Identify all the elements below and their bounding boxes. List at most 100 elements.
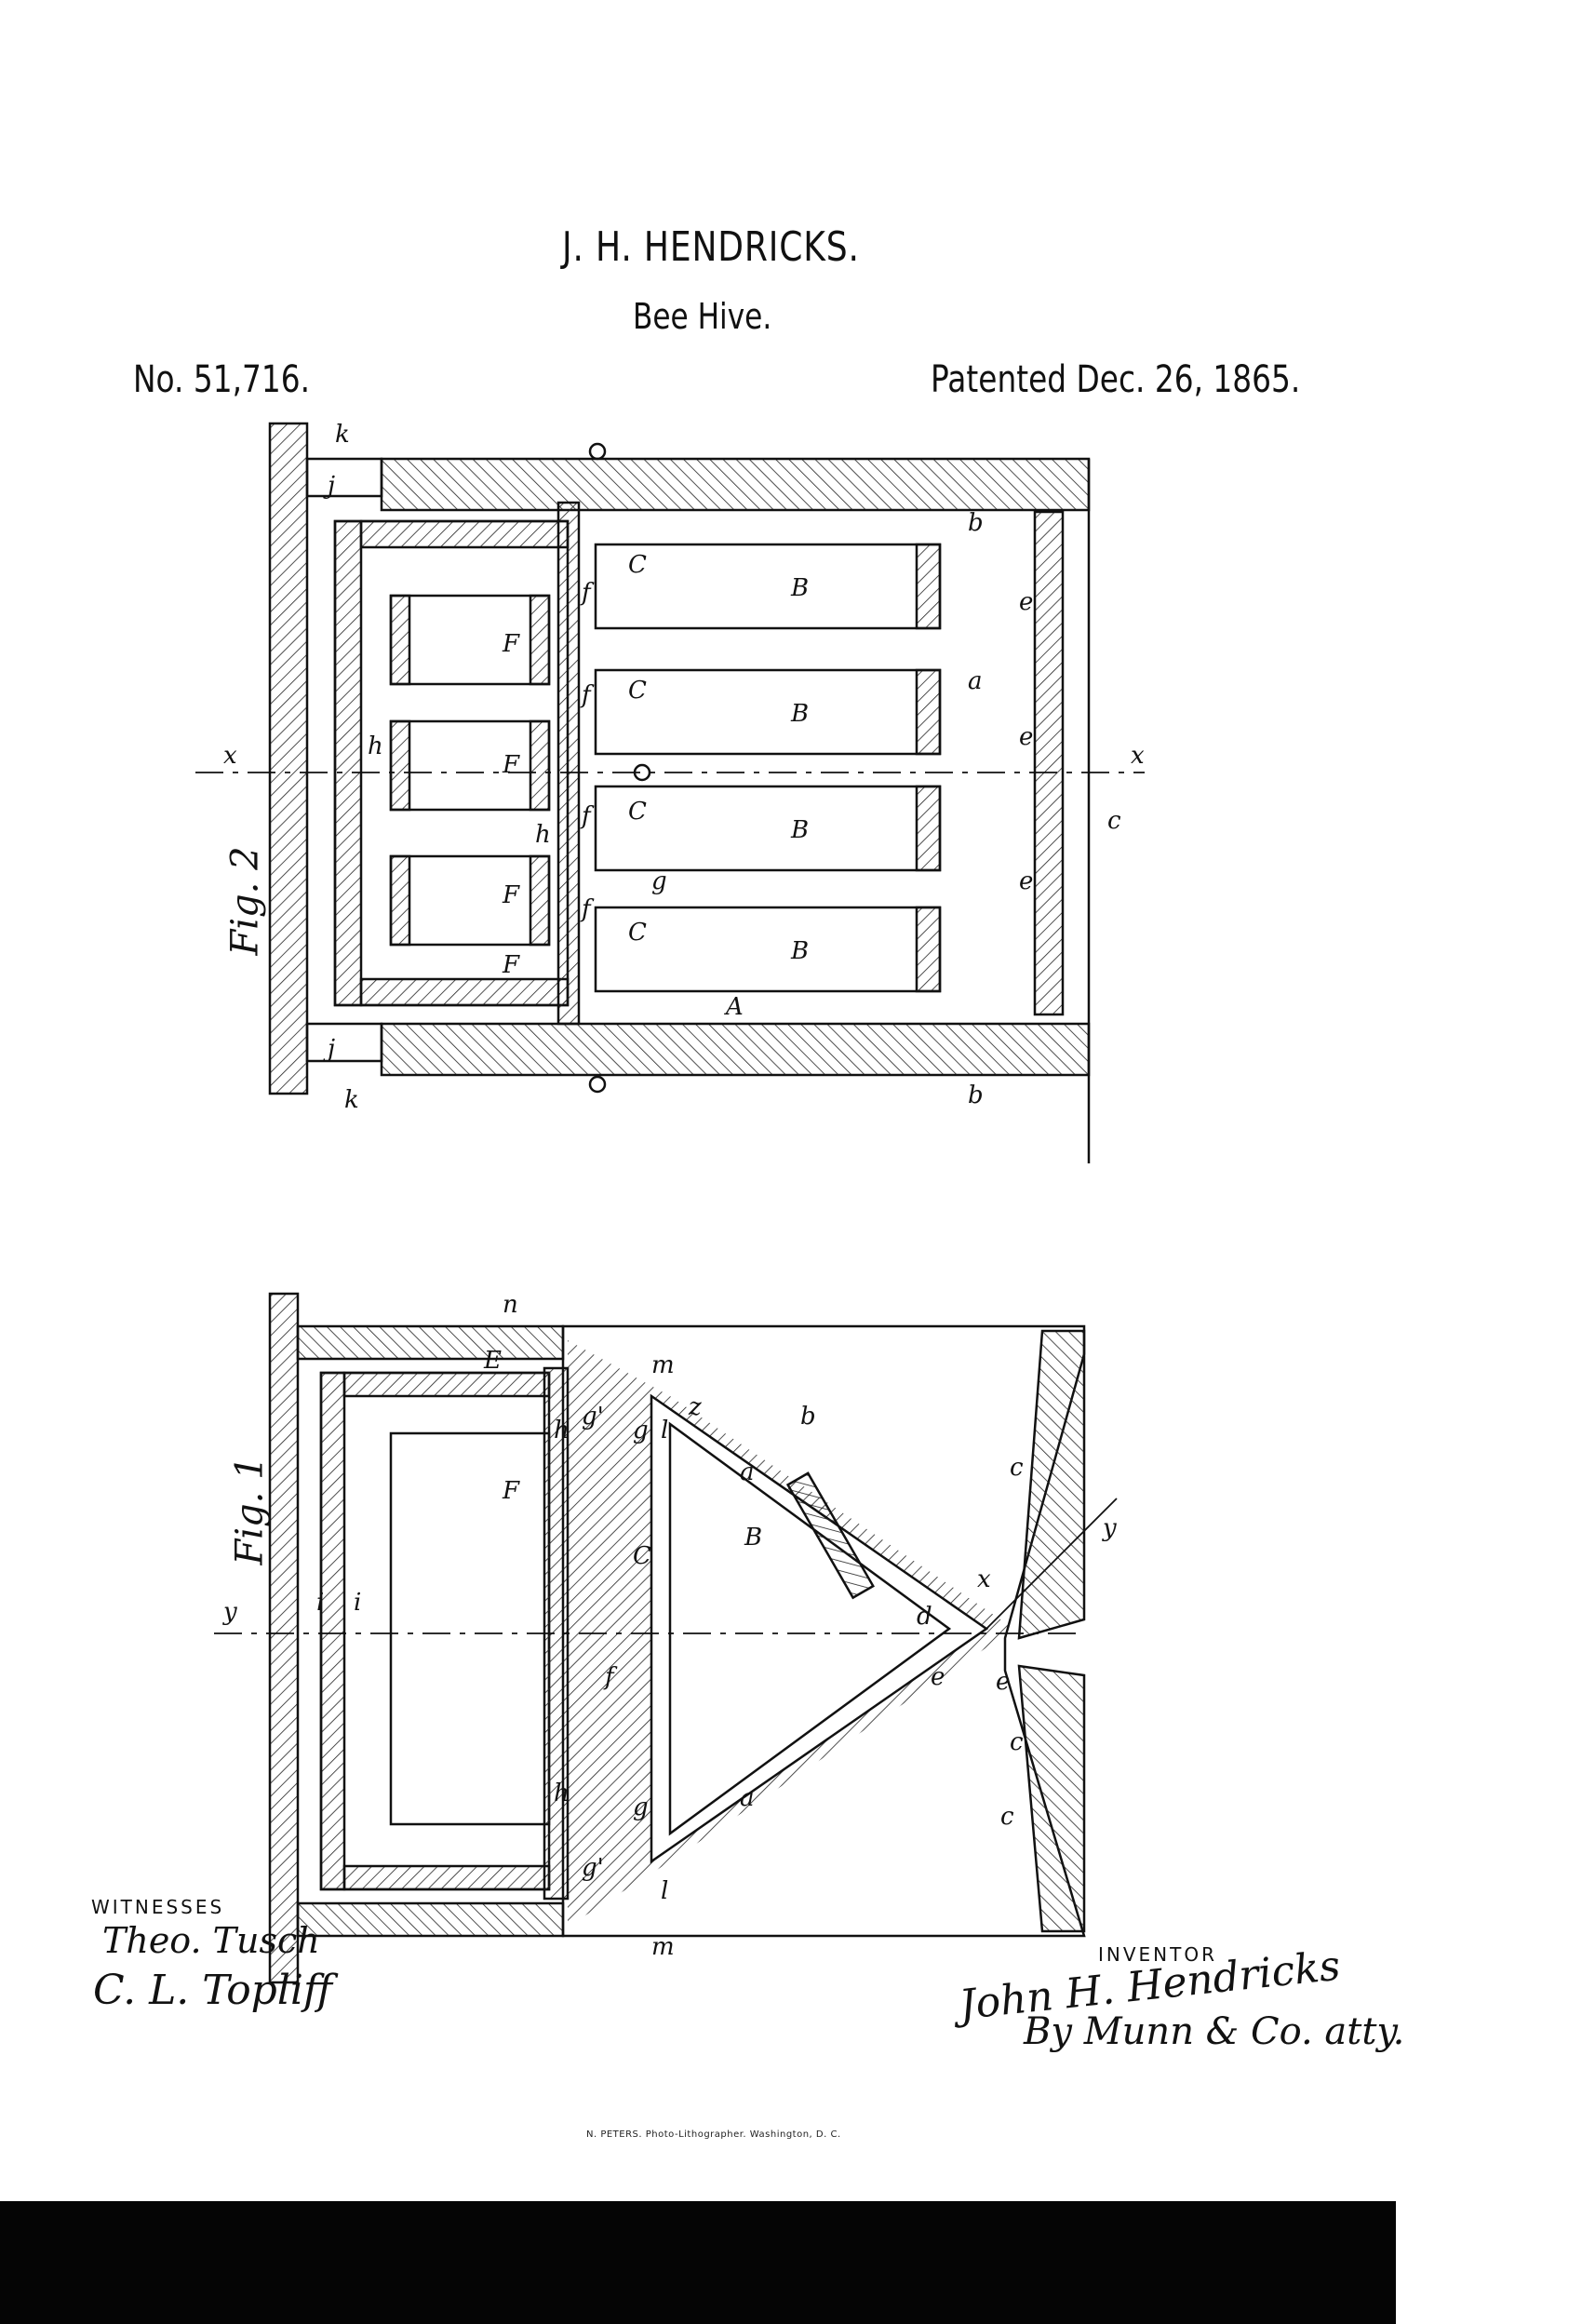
fig1-upper-box [319, 1371, 551, 1891]
witnesses-label: WITNESSES [91, 1896, 225, 1918]
svg-text:A: A [724, 993, 744, 1021]
fig2-left-board [268, 422, 309, 1095]
svg-text:F: F [502, 1477, 520, 1505]
fig2-frame-B2 [594, 668, 942, 756]
svg-text:g: g [651, 867, 667, 895]
fig2-upper-box-top [359, 519, 570, 549]
svg-text:f: f [580, 895, 595, 923]
svg-text:C: C [628, 919, 647, 947]
svg-text:h: h [368, 732, 383, 760]
fig2-upper-box-left [333, 519, 363, 1007]
figure-1-drawing [214, 1292, 1118, 1984]
fig2-upper-box-bottom [359, 977, 570, 1007]
svg-text:c: c [1010, 1728, 1024, 1756]
fig1-leg-top [1017, 1329, 1086, 1640]
svg-text:F: F [502, 951, 520, 979]
svg-text:d: d [917, 1603, 932, 1631]
inventor-name: J. H. HENDRICKS. [562, 223, 860, 271]
svg-text:F: F [502, 881, 520, 909]
svg-text:c: c [1010, 1454, 1024, 1482]
fig1-leg-bottom [1017, 1664, 1086, 1933]
fig2-frame-F3 [389, 854, 551, 947]
fig1-triangle-inner [650, 1393, 989, 1864]
svg-text:x: x [223, 742, 237, 770]
svg-text:h: h [554, 1780, 570, 1807]
fig2-frame-B4 [594, 906, 942, 993]
patent-date: Patented Dec. 26, 1865. [931, 358, 1301, 401]
svg-text:b: b [968, 509, 984, 537]
svg-text:f: f [580, 579, 595, 607]
svg-text:e: e [996, 1668, 1010, 1696]
svg-text:e: e [931, 1663, 945, 1691]
svg-text:B: B [790, 700, 809, 728]
svg-text:f: f [580, 802, 595, 830]
svg-text:h: h [554, 1417, 570, 1444]
svg-text:f: f [580, 681, 595, 709]
fig2-frame-B1 [594, 543, 942, 630]
svg-text:C: C [628, 798, 647, 826]
figure-1-label: Fig. 1 [228, 1456, 272, 1565]
figure-2-drawing [195, 422, 1145, 1163]
patent-title: Bee Hive. [633, 296, 772, 337]
svg-text:e: e [1019, 723, 1033, 751]
svg-text:F: F [502, 751, 520, 779]
svg-text:a: a [968, 667, 983, 695]
svg-text:m: m [651, 1351, 675, 1379]
figure-2-label: Fig. 2 [223, 846, 267, 956]
svg-text:c: c [1000, 1803, 1014, 1831]
fig2-frame-F2 [389, 719, 551, 812]
svg-text:x: x [977, 1565, 991, 1593]
svg-text:k: k [335, 421, 350, 449]
svg-text:y: y [1102, 1514, 1117, 1542]
fig1-top-wall [296, 1324, 565, 1361]
svg-text:l: l [661, 1877, 668, 1905]
fig2-bottom-board [1033, 510, 1065, 1016]
svg-text:k: k [344, 1086, 359, 1114]
svg-text:g: g [633, 1793, 649, 1821]
svg-text:E: E [483, 1347, 502, 1375]
svg-text:j: j [323, 1035, 335, 1063]
fig1-frame-F [389, 1431, 551, 1826]
svg-text:B: B [790, 574, 809, 602]
svg-text:b: b [800, 1403, 816, 1431]
svg-text:m: m [651, 1933, 675, 1961]
svg-text:B: B [744, 1524, 762, 1552]
svg-text:e: e [1019, 867, 1033, 895]
svg-text:x: x [1131, 742, 1145, 770]
witness-signature-2: C. L. Topliff [93, 1967, 333, 2014]
svg-text:a: a [740, 1458, 755, 1486]
svg-text:e: e [1019, 588, 1033, 616]
svg-text:z: z [688, 1393, 702, 1421]
lithographer-credit: N. PETERS. Photo-Lithographer. Washingto… [586, 2129, 841, 2140]
figure-1-letters: n E m m g' g' h h i i F C B a a b f g g … [222, 1291, 1117, 1961]
fig1-triangle-frame [668, 1421, 952, 1836]
attorney-signature: By Munn & Co. atty. [1024, 2010, 1405, 2053]
fig2-top-wall [380, 457, 1091, 512]
svg-text:B: B [790, 816, 809, 844]
scan-border [0, 2201, 1396, 2324]
svg-text:F: F [502, 630, 520, 658]
svg-text:C: C [633, 1542, 651, 1570]
svg-text:i: i [354, 1589, 361, 1617]
svg-text:h: h [535, 821, 551, 849]
svg-text:g': g' [582, 1854, 604, 1882]
svg-text:C: C [628, 677, 647, 705]
figure-2-letters: k j j k b b a e e e c x x B B B B F F F … [223, 421, 1145, 1114]
svg-text:b: b [968, 1081, 984, 1109]
svg-text:y: y [222, 1598, 237, 1626]
fig2-block-j-top [305, 457, 383, 498]
fig2-divider [556, 501, 581, 1026]
fig1-left-board [268, 1292, 300, 1984]
inventor-label: INVENTOR [1098, 1943, 1217, 1966]
fig2-bottom-wall [380, 1022, 1091, 1077]
svg-text:C: C [628, 551, 647, 579]
witness-signature-1: Theo. Tusch [102, 1920, 320, 1961]
svg-text:a: a [740, 1784, 755, 1812]
fig2-frame-B3 [594, 785, 942, 872]
fig1-bottom-wall [296, 1901, 565, 1938]
svg-text:i: i [316, 1589, 324, 1617]
fig2-block-j-bottom [305, 1022, 383, 1063]
fig1-slide-b [785, 1471, 875, 1600]
svg-text:l: l [661, 1417, 668, 1444]
